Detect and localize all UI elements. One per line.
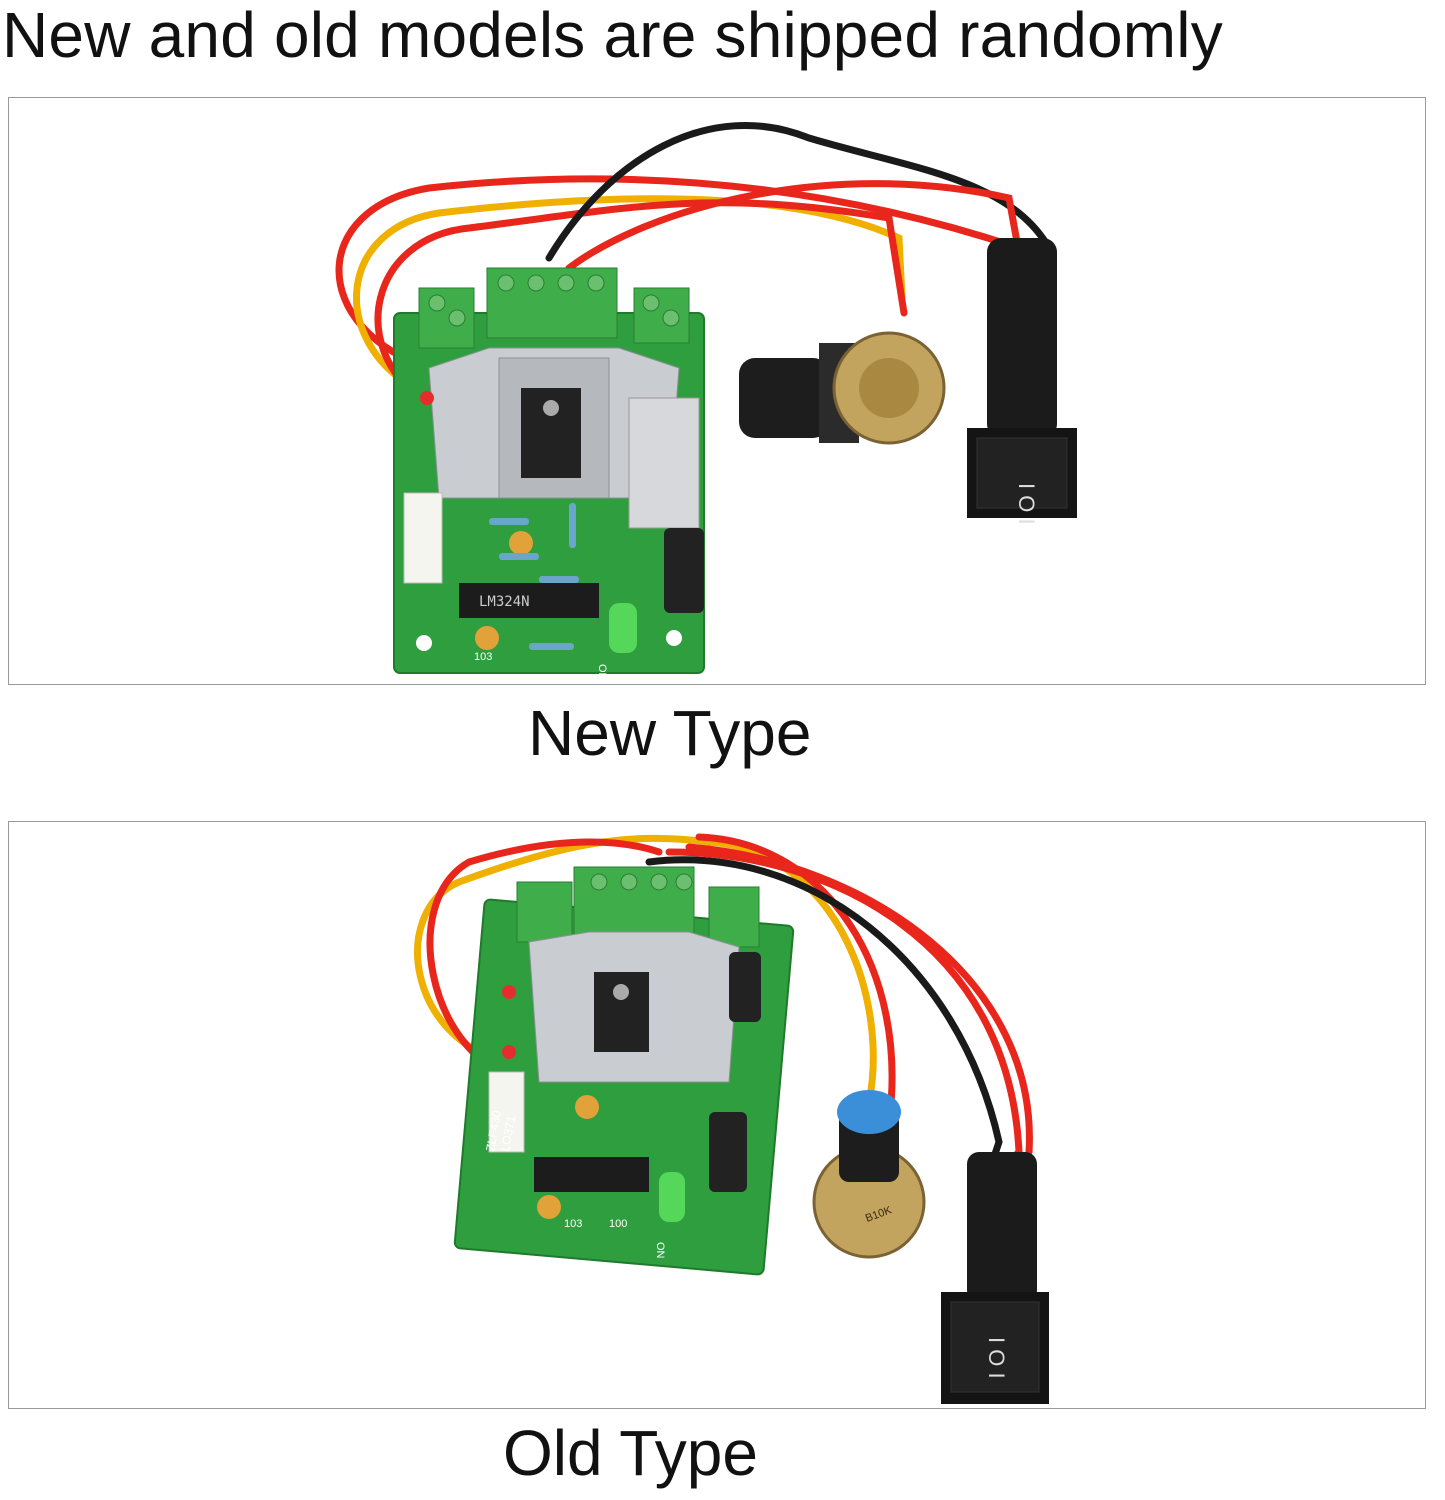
old-on-label: ON [654, 1242, 666, 1259]
new-rocker-switch: I O I [967, 238, 1077, 525]
new-on-label: ON [596, 664, 608, 681]
old-rocker-switch: I O I [941, 1152, 1049, 1404]
old-type-caption: Old Type [503, 1417, 758, 1489]
old-type-panel: 103 100 LO371 ZLF430 ON B10K I O I [8, 821, 1426, 1409]
old-pcb: 103 100 LO371 ZLF430 ON [453, 866, 795, 1276]
new-ic-label: LM324N [479, 594, 530, 610]
new-pcb: LM324N 103 ON [393, 267, 705, 681]
new-cap-label: 103 [474, 651, 492, 663]
new-potentiometer [739, 331, 946, 445]
headline: New and old models are shipped randomly [2, 0, 1223, 71]
old-res-label: 100 [609, 1218, 627, 1230]
old-potentiometer: B10K [812, 1090, 926, 1259]
old-wires [414, 833, 1033, 1176]
old-cap-label: 103 [564, 1218, 582, 1230]
old-type-illustration: 103 100 LO371 ZLF430 ON B10K I O I [414, 833, 1049, 1404]
svg-text:I O I: I O I [1014, 483, 1039, 525]
new-type-caption: New Type [528, 697, 812, 769]
new-type-panel: LM324N 103 ON [8, 97, 1426, 685]
old-model-label-1: LO371 [498, 1114, 518, 1152]
new-type-illustration: LM324N 103 ON [335, 121, 1077, 681]
svg-text:I O I: I O I [984, 1337, 1009, 1379]
